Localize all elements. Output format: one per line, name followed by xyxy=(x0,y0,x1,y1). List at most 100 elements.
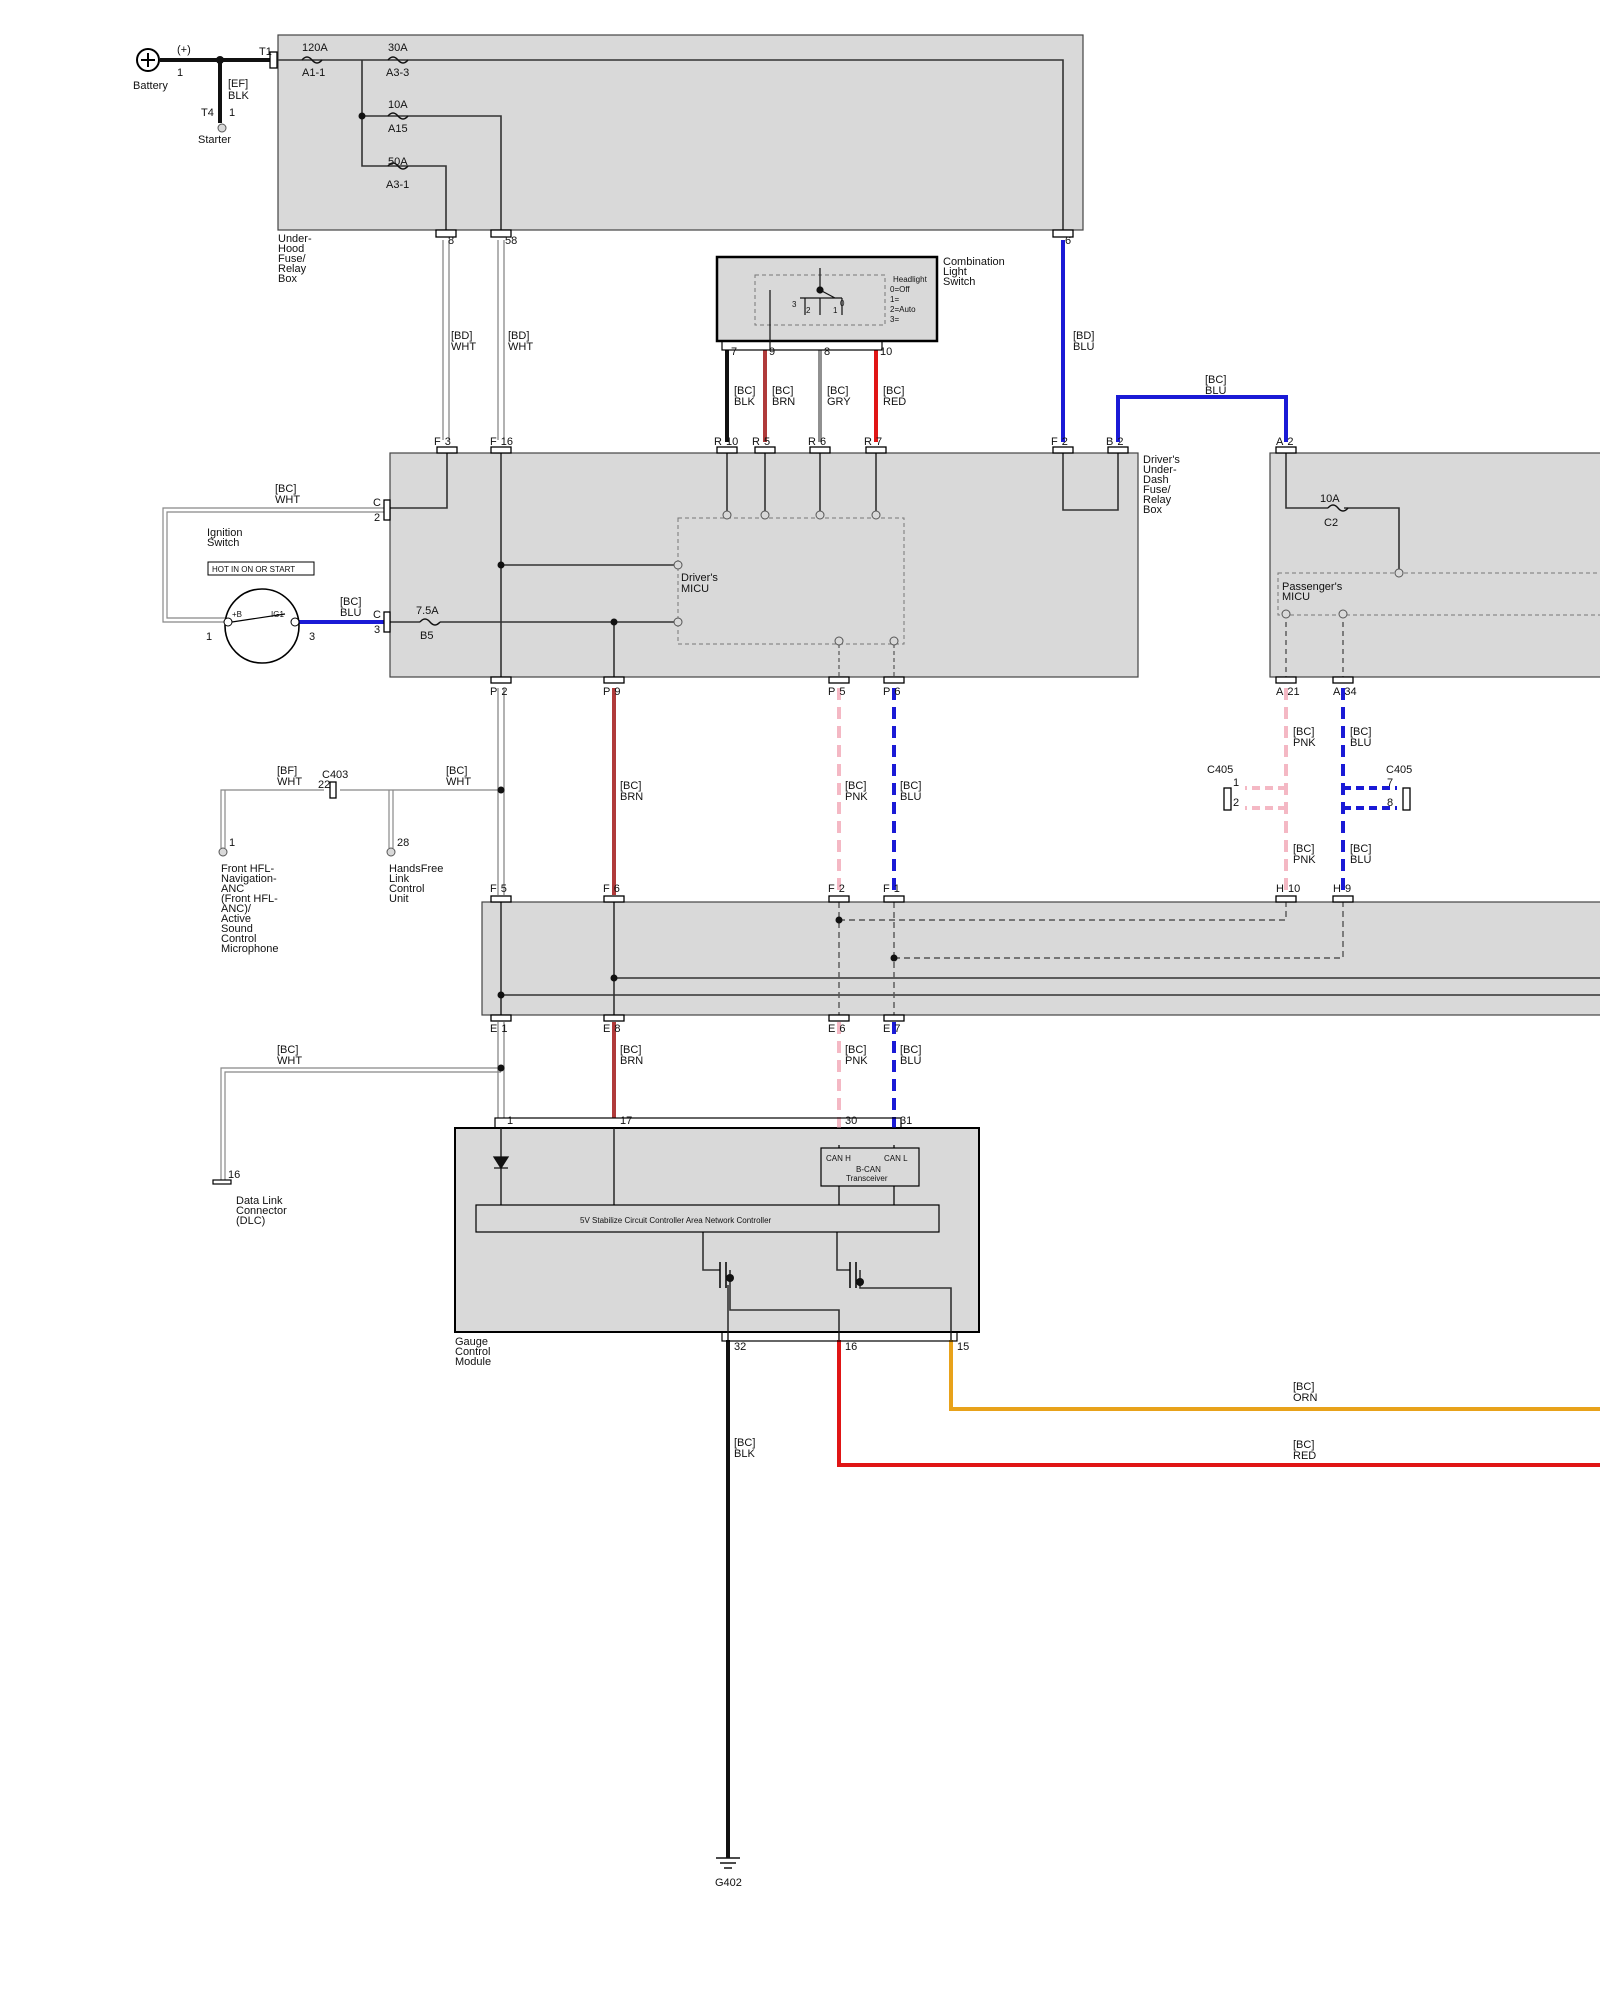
controller-box xyxy=(475,1204,940,1233)
hfl-label: (Front HFL- xyxy=(221,893,278,905)
splice-dot xyxy=(358,112,366,120)
connector xyxy=(436,446,458,454)
junction-internal xyxy=(500,902,1600,1015)
underhood-label-line: Fuse/ xyxy=(278,253,306,265)
connector-blocks xyxy=(269,51,1411,1022)
gauge-label: Module xyxy=(455,1356,491,1368)
blu-wire-b2 xyxy=(1116,395,1288,442)
wht-wire-58 xyxy=(497,240,505,440)
terminal xyxy=(217,123,227,133)
ef-label: [EF] xyxy=(228,78,248,90)
dash-label-line: Fuse/ xyxy=(1143,484,1171,496)
wires xyxy=(160,58,1600,1858)
c405-pin: 7 xyxy=(1387,777,1393,789)
micu-label: MICU xyxy=(681,583,709,595)
fuses xyxy=(301,56,1349,626)
hfl-label: Sound xyxy=(221,923,253,935)
junction-box xyxy=(481,901,1600,1016)
connector xyxy=(883,1014,905,1022)
t4-label: T4 xyxy=(201,107,214,119)
ignition-switch xyxy=(207,561,315,664)
wire-label: [BC]GRY xyxy=(827,385,851,408)
dlc-label: Connector xyxy=(236,1205,287,1217)
wire-label: [BC]BLU xyxy=(1205,374,1226,397)
wire-label: [BC]WHT xyxy=(275,483,300,506)
starter-label: Starter xyxy=(198,134,231,146)
handsfree-label: HandsFree xyxy=(389,863,443,875)
can-transceiver-box xyxy=(820,1147,920,1187)
wht-wire-c403 xyxy=(220,789,501,848)
connector xyxy=(490,895,512,903)
terminal xyxy=(871,510,881,520)
ignition-pin: 1 xyxy=(206,631,212,643)
c405-pin: 1 xyxy=(1233,777,1239,789)
fuse-symbol xyxy=(387,56,409,64)
terminal xyxy=(834,636,844,646)
fuse-symbol xyxy=(387,162,409,170)
wire-label: [BF]WHT xyxy=(277,765,302,788)
hfl-pin: 1 xyxy=(229,837,235,849)
hfl-label: ANC xyxy=(221,883,244,895)
wire-label: [BC]PNK xyxy=(845,780,868,803)
battery-plus-label: (+) xyxy=(177,44,191,56)
ignition-wht-wire xyxy=(162,507,384,623)
passenger-internal xyxy=(1285,453,1400,573)
battery-symbol xyxy=(136,48,160,72)
connector xyxy=(883,676,905,684)
transistor-node xyxy=(726,1274,734,1282)
connector xyxy=(883,895,905,903)
splice-dot xyxy=(497,561,505,569)
connector xyxy=(490,1014,512,1022)
hfl-label: Control xyxy=(221,933,256,945)
gauge-bottom-strip xyxy=(721,1331,958,1342)
passenger-fuse-box xyxy=(1269,452,1600,678)
gauge-pin: 15 xyxy=(957,1341,969,1353)
fuse-id: C2 xyxy=(1324,517,1338,529)
gauge-pin: 16 xyxy=(845,1341,857,1353)
connector xyxy=(1275,676,1297,684)
connector xyxy=(603,1014,625,1022)
terminal xyxy=(1394,568,1404,578)
wire-label: [BC]WHT xyxy=(277,1044,302,1067)
wire-label: [BC]PNK xyxy=(845,1044,868,1067)
micu-label: Passenger's xyxy=(1282,581,1343,593)
wire-label: [BC]BRN xyxy=(772,385,795,408)
combo-legend: 3= xyxy=(890,315,899,324)
wire-label: [BC]BRN xyxy=(620,1044,643,1067)
wire-label: [BC]RED xyxy=(1293,1439,1316,1462)
connector xyxy=(603,895,625,903)
combo-switch-contacts xyxy=(769,268,843,350)
splice-dot xyxy=(610,618,618,626)
splice-dot xyxy=(610,974,618,982)
dash-pin: 2 xyxy=(374,512,380,524)
transistor-node xyxy=(856,1278,864,1286)
c405-pnk-loop xyxy=(1245,786,1286,810)
c405-blu-loop xyxy=(1343,786,1397,810)
connector xyxy=(1052,446,1074,454)
battery-pin: 1 xyxy=(177,67,183,79)
fuse-id: A1-1 xyxy=(302,67,325,79)
micu-label: Driver's xyxy=(681,572,718,584)
pin-number: 6 xyxy=(1065,235,1071,247)
connector xyxy=(828,1014,850,1022)
splice-dot xyxy=(497,786,505,794)
dash-label-line: Under- xyxy=(1143,464,1177,476)
pin-number: 8 xyxy=(824,346,830,358)
splice-dot xyxy=(497,991,505,999)
connector xyxy=(828,895,850,903)
c405-pin: 2 xyxy=(1233,797,1239,809)
hfl-label: ANC)/ xyxy=(221,903,252,915)
dlc-label: Data Link xyxy=(236,1195,283,1207)
wire-label: [BC]PNK xyxy=(1293,843,1316,866)
wire-label: [BC]BLU xyxy=(900,1044,921,1067)
combo-pin-strip xyxy=(721,340,883,351)
dash-label-line: Relay xyxy=(1143,494,1172,506)
